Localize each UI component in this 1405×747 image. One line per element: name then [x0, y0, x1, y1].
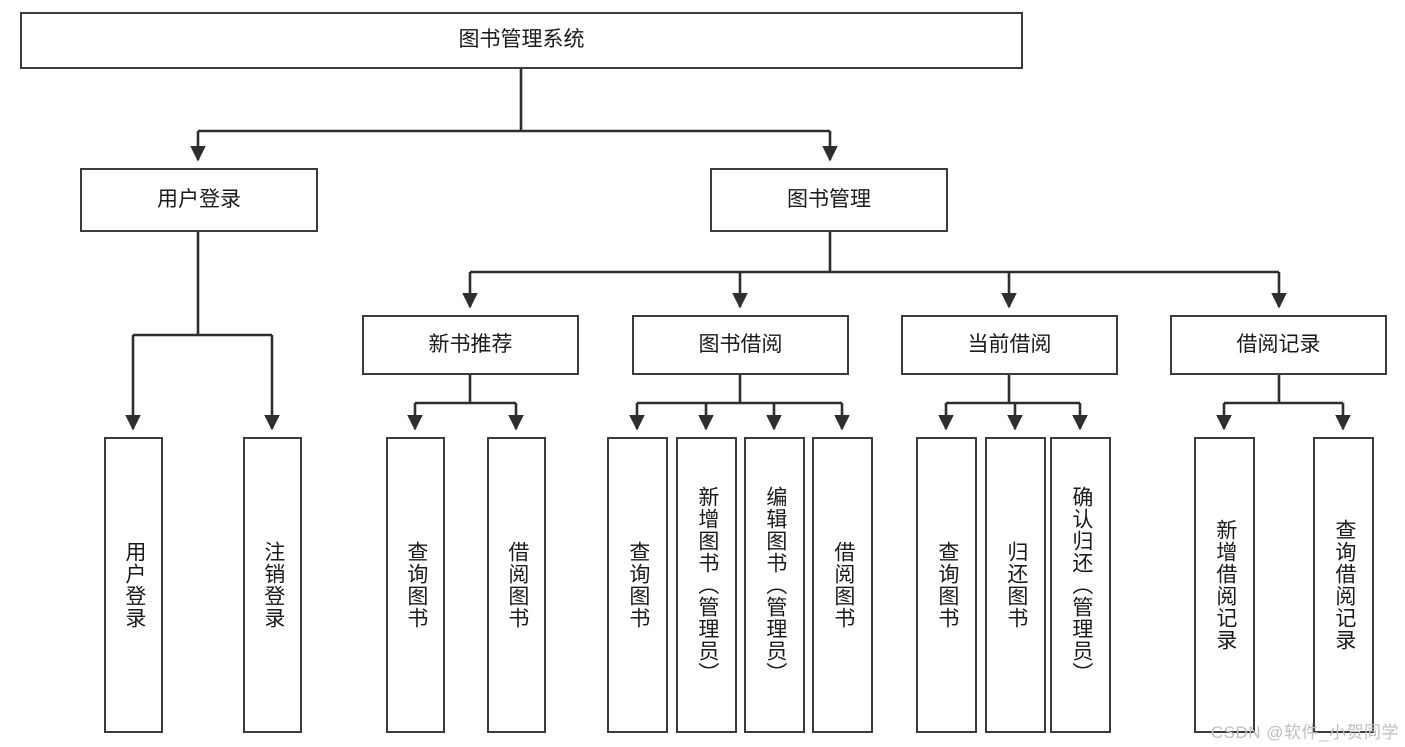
- node-label: 确认归还（管理员）: [1069, 486, 1093, 684]
- node-label: 查询图书: [404, 541, 428, 629]
- node-leaf-user-logout[interactable]: 注销登录: [243, 437, 302, 733]
- node-label: 归还图书: [1004, 541, 1028, 629]
- node-current-borrow[interactable]: 当前借阅: [901, 315, 1118, 375]
- node-label: 查询图书: [935, 541, 959, 629]
- node-label: 查询借阅记录: [1332, 519, 1356, 651]
- node-leaf-add-book-admin[interactable]: 新增图书（管理员）: [676, 437, 737, 733]
- node-leaf-borrow-book-borrow[interactable]: 借阅图书: [812, 437, 873, 733]
- node-label: 图书管理: [787, 187, 871, 211]
- node-label: 图书管理系统: [458, 28, 585, 52]
- node-label: 图书借阅: [698, 332, 783, 356]
- node-leaf-edit-book-admin[interactable]: 编辑图书（管理员）: [744, 437, 805, 733]
- node-label: 新增借阅记录: [1213, 519, 1237, 651]
- node-leaf-query-book-current[interactable]: 查询图书: [916, 437, 977, 733]
- node-book-borrow[interactable]: 图书借阅: [632, 315, 849, 375]
- node-root[interactable]: 图书管理系统: [20, 12, 1023, 69]
- node-label: 新书推荐: [428, 332, 513, 356]
- node-label: 注销登录: [261, 541, 285, 629]
- node-leaf-return-book[interactable]: 归还图书: [985, 437, 1046, 733]
- node-leaf-confirm-return-admin[interactable]: 确认归还（管理员）: [1050, 437, 1111, 733]
- node-label: 借阅图书: [505, 541, 529, 629]
- node-label: 编辑图书（管理员）: [763, 486, 787, 684]
- node-label: 新增图书（管理员）: [695, 486, 719, 684]
- node-label: 查询图书: [626, 541, 650, 629]
- node-leaf-user-login[interactable]: 用户登录: [104, 437, 163, 733]
- node-leaf-add-borrow-record[interactable]: 新增借阅记录: [1194, 437, 1255, 733]
- node-book-management[interactable]: 图书管理: [710, 168, 948, 232]
- node-label: 当前借阅: [967, 332, 1052, 356]
- watermark-text: CSDN @软件_小贺同学: [1210, 723, 1399, 742]
- node-label: 用户登录: [157, 187, 241, 211]
- node-borrow-record[interactable]: 借阅记录: [1170, 315, 1387, 375]
- node-label: 用户登录: [122, 541, 146, 629]
- node-new-book-recommend[interactable]: 新书推荐: [362, 315, 579, 375]
- node-leaf-query-borrow-record[interactable]: 查询借阅记录: [1313, 437, 1374, 733]
- node-user-login[interactable]: 用户登录: [80, 168, 318, 232]
- node-label: 借阅记录: [1236, 332, 1321, 356]
- node-label: 借阅图书: [831, 541, 855, 629]
- node-leaf-query-book-recommend[interactable]: 查询图书: [386, 437, 445, 733]
- node-leaf-borrow-book-recommend[interactable]: 借阅图书: [487, 437, 546, 733]
- node-leaf-query-book-borrow[interactable]: 查询图书: [607, 437, 668, 733]
